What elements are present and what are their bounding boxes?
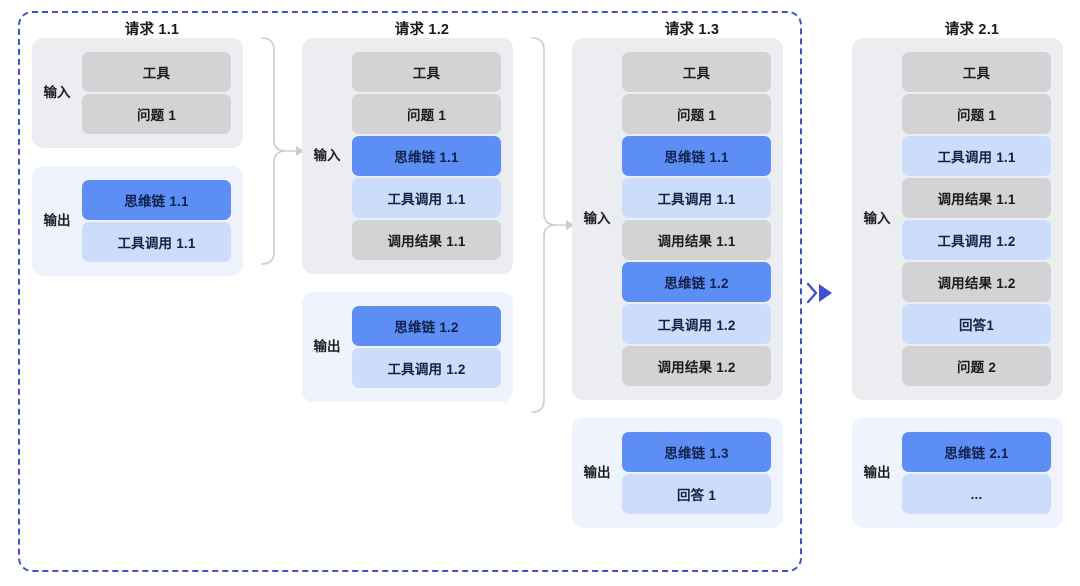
chip-cot-2-1[interactable]: 思维链 2.1 — [902, 432, 1051, 472]
input-section: 输入 工具 问题 1 思维链 1.1 工具调用 1.1 调用结果 1.1 — [302, 38, 513, 274]
chip-cot-1-2[interactable]: 思维链 1.2 — [622, 262, 771, 302]
column-title: 请求 1.2 — [394, 22, 450, 38]
chip-answer-1[interactable]: 回答 1 — [622, 474, 771, 514]
output-items: 思维链 1.1 工具调用 1.1 — [82, 171, 243, 271]
chip-question-1[interactable]: 问题 1 — [82, 94, 231, 134]
output-label: 输出 — [583, 464, 611, 480]
connector-arrow-3-to-4 — [806, 278, 842, 310]
chip-cot-1-2[interactable]: 思维链 1.2 — [352, 306, 501, 346]
chip-toolcall-1-2[interactable]: 工具调用 1.2 — [902, 220, 1051, 260]
output-label: 输出 — [863, 464, 891, 480]
chip-question-1[interactable]: 问题 1 — [902, 94, 1051, 134]
connector-bracket-1-to-2 — [258, 36, 308, 266]
chip-callresult-1-1[interactable]: 调用结果 1.1 — [622, 220, 771, 260]
chip-toolcall-1-1[interactable]: 工具调用 1.1 — [82, 222, 231, 262]
chip-callresult-1-2[interactable]: 调用结果 1.2 — [622, 346, 771, 386]
input-label: 输入 — [863, 210, 891, 226]
input-label: 输入 — [43, 84, 71, 100]
chip-question-1[interactable]: 问题 1 — [352, 94, 501, 134]
connector-bracket-2-to-3 — [528, 36, 578, 414]
input-label: 输入 — [313, 147, 341, 163]
column-request-1-3: 请求 1.3 输入 工具 问题 1 思维链 1.1 工具调用 1.1 调用结果 … — [572, 18, 812, 568]
chip-question-2[interactable]: 问题 2 — [902, 346, 1051, 386]
output-items: 思维链 1.3 回答 1 — [622, 423, 783, 523]
chip-cot-1-1[interactable]: 思维链 1.1 — [352, 136, 501, 176]
chip-toolcall-1-2[interactable]: 工具调用 1.2 — [352, 348, 501, 388]
output-label: 输出 — [313, 338, 341, 354]
input-items: 工具 问题 1 — [82, 43, 243, 143]
chip-tool[interactable]: 工具 — [352, 52, 501, 92]
input-section: 输入 工具 问题 1 思维链 1.1 工具调用 1.1 调用结果 1.1 思维链… — [572, 38, 783, 400]
chip-callresult-1-2[interactable]: 调用结果 1.2 — [902, 262, 1051, 302]
output-section: 输出 思维链 1.2 工具调用 1.2 — [302, 292, 513, 402]
output-section: 输出 思维链 1.3 回答 1 — [572, 418, 783, 528]
chip-toolcall-1-1[interactable]: 工具调用 1.1 — [352, 178, 501, 218]
input-items: 工具 问题 1 工具调用 1.1 调用结果 1.1 工具调用 1.2 调用结果 … — [902, 43, 1063, 395]
input-label: 输入 — [583, 210, 611, 226]
column-request-2-1: 请求 2.1 输入 工具 问题 1 工具调用 1.1 调用结果 1.1 工具调用… — [852, 18, 1080, 568]
chip-toolcall-1-1[interactable]: 工具调用 1.1 — [902, 136, 1051, 176]
column-title: 请求 2.1 — [944, 22, 1000, 38]
chip-callresult-1-1[interactable]: 调用结果 1.1 — [352, 220, 501, 260]
output-section: 输出 思维链 1.1 工具调用 1.1 — [32, 166, 243, 276]
column-request-1-2: 请求 1.2 输入 工具 问题 1 思维链 1.1 工具调用 1.1 调用结果 … — [302, 18, 542, 418]
chip-answer-1[interactable]: 回答1 — [902, 304, 1051, 344]
chip-tool[interactable]: 工具 — [622, 52, 771, 92]
column-request-1-1: 请求 1.1 输入 工具 问题 1 输出 思维链 1.1 工具调用 1.1 — [32, 18, 272, 298]
chip-tool[interactable]: 工具 — [902, 52, 1051, 92]
output-section: 输出 思维链 2.1 ... — [852, 418, 1063, 528]
column-title: 请求 1.3 — [664, 22, 720, 38]
chip-cot-1-1[interactable]: 思维链 1.1 — [82, 180, 231, 220]
output-items: 思维链 2.1 ... — [902, 423, 1063, 523]
input-items: 工具 问题 1 思维链 1.1 工具调用 1.1 调用结果 1.1 思维链 1.… — [622, 43, 783, 395]
chip-cot-1-3[interactable]: 思维链 1.3 — [622, 432, 771, 472]
output-items: 思维链 1.2 工具调用 1.2 — [352, 297, 513, 397]
chip-cot-1-1[interactable]: 思维链 1.1 — [622, 136, 771, 176]
chip-toolcall-1-1[interactable]: 工具调用 1.1 — [622, 178, 771, 218]
column-title: 请求 1.1 — [124, 22, 180, 38]
chip-question-1[interactable]: 问题 1 — [622, 94, 771, 134]
input-section: 输入 工具 问题 1 工具调用 1.1 调用结果 1.1 工具调用 1.2 调用… — [852, 38, 1063, 400]
chip-ellipsis[interactable]: ... — [902, 474, 1051, 514]
input-items: 工具 问题 1 思维链 1.1 工具调用 1.1 调用结果 1.1 — [352, 43, 513, 269]
chip-callresult-1-1[interactable]: 调用结果 1.1 — [902, 178, 1051, 218]
chip-toolcall-1-2[interactable]: 工具调用 1.2 — [622, 304, 771, 344]
output-label: 输出 — [43, 212, 71, 228]
input-section: 输入 工具 问题 1 — [32, 38, 243, 148]
chip-tool[interactable]: 工具 — [82, 52, 231, 92]
